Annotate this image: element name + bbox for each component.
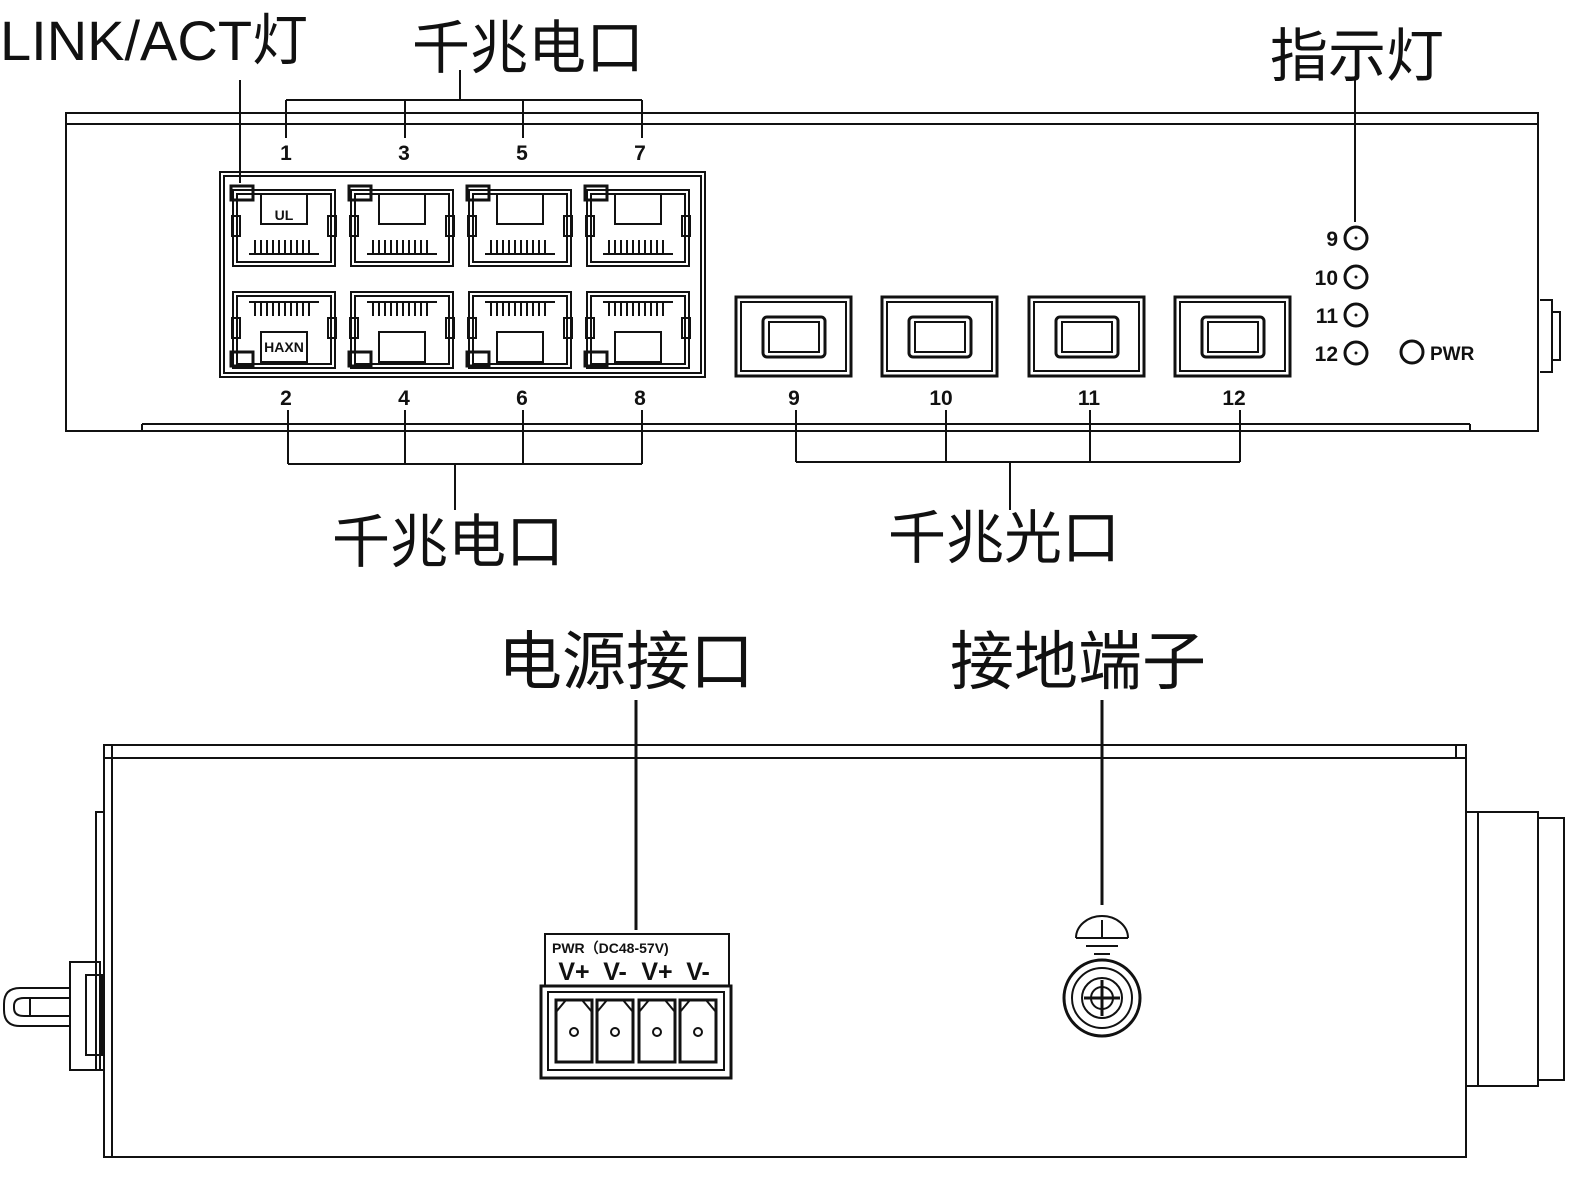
sfp-ports [734,295,1292,378]
sfp-port-10 [880,295,999,378]
rj45-port-1-led [229,184,255,202]
rj45-port-5 [465,184,573,267]
port-number: 6 [516,387,528,410]
port-number: 3 [398,142,410,165]
jack-mark: UL [275,207,294,223]
power-terminal-slot [554,998,594,1064]
rj45-port-3 [347,184,455,267]
front-chassis [65,112,1539,432]
led-12: 12 [1315,340,1369,366]
din-rail-clip [1465,811,1539,1087]
copper-top-label: 千兆电口 [412,14,644,82]
pwr-led [1399,339,1425,365]
rj45-port-4-led [347,350,373,368]
port-number: 10 [929,387,952,410]
port-number: 2 [280,387,292,410]
front-side-bracket [1540,299,1553,373]
port-number: 12 [1222,387,1245,410]
copper-bottom-bracket [287,410,643,510]
port-number: 8 [634,387,646,410]
sfp-port-12 [1173,295,1292,378]
jack-mark: HAXN [264,339,304,355]
fiber-label: 千兆光口 [888,504,1120,572]
side-chassis [103,744,1467,1158]
port-number: 11 [1078,387,1101,410]
led-label: 12 [1315,343,1338,366]
port-number: 1 [280,142,292,165]
power-pin-label: V+ [641,958,672,986]
link-act-label: LINK/ACT灯 [0,9,308,72]
port-number: 9 [788,387,800,410]
power-terminal-body [539,984,733,1080]
indicator-label: 指示灯 [1270,22,1444,90]
rj45-block [219,171,706,378]
ground-terminal [1062,915,1142,1038]
rj45-port-7 [583,184,691,267]
ground-screw [1062,958,1142,1038]
rj45-port-5-led [465,184,491,202]
led-11: 11 [1316,302,1369,328]
led-label: 10 [1315,267,1338,290]
rj45-port-4 [347,291,455,369]
sfp-port-9 [734,295,853,378]
sfp-port-numbers: 9 10 11 12 [788,387,1246,410]
rj45-port-7-led [583,184,609,202]
rj45-port-6-led [465,350,491,368]
power-interface-label: 电源接口 [498,626,754,700]
power-terminal-slot [637,998,677,1064]
front-latch [3,811,104,1071]
power-pin-label: V- [686,958,710,986]
pwr-led-label: PWR [1430,344,1475,365]
rj45-port-3-led [347,184,373,202]
power-terminal-slot [678,998,718,1064]
indicator-leds: 9 10 11 12 [1315,225,1369,366]
rj45-top-port-numbers: 1 3 5 7 [280,142,646,165]
port-number: 7 [634,142,646,165]
copper-top-bracket [285,70,643,138]
rj45-port-1: UL [229,184,337,267]
front-panel: UL HAXN 1 3 5 7 2 4 6 8 9 10 11 12 9 10 11 12 PWR [0,9,1561,576]
rj45-port-6 [465,291,573,369]
ground-terminal-label: 接地端子 [950,626,1206,700]
power-pin-label: V+ [558,958,589,986]
copper-bottom-label: 千兆电口 [332,508,564,576]
rj45-port-2: HAXN [229,291,337,369]
power-terminal-title: PWR（DC48-57V) [552,940,669,956]
rj45-port-8 [583,291,691,369]
power-terminal: PWR（DC48-57V) V+ V- V+ V- [539,933,733,1080]
rj45-bottom-port-numbers: 2 4 6 8 [280,387,646,410]
power-pin-label: V- [603,958,627,986]
rj45-ports: UL HAXN [229,184,691,369]
rj45-port-8-led [583,350,609,368]
sfp-port-11 [1027,295,1146,378]
port-number: 5 [516,142,528,165]
side-panel: 电源接口 接地端子 PWR（DC48-57V) V+ V- V+ V- [3,626,1565,1158]
led-10: 10 [1315,264,1369,290]
rj45-port-2-led [229,350,255,368]
port-number: 4 [398,387,410,410]
led-label: 9 [1326,228,1338,251]
led-9: 9 [1326,225,1369,251]
led-label: 11 [1316,305,1339,328]
power-terminal-slot [595,998,635,1064]
power-terminal-pins: V+ V- V+ V- [558,958,709,986]
fiber-bracket [795,410,1241,510]
